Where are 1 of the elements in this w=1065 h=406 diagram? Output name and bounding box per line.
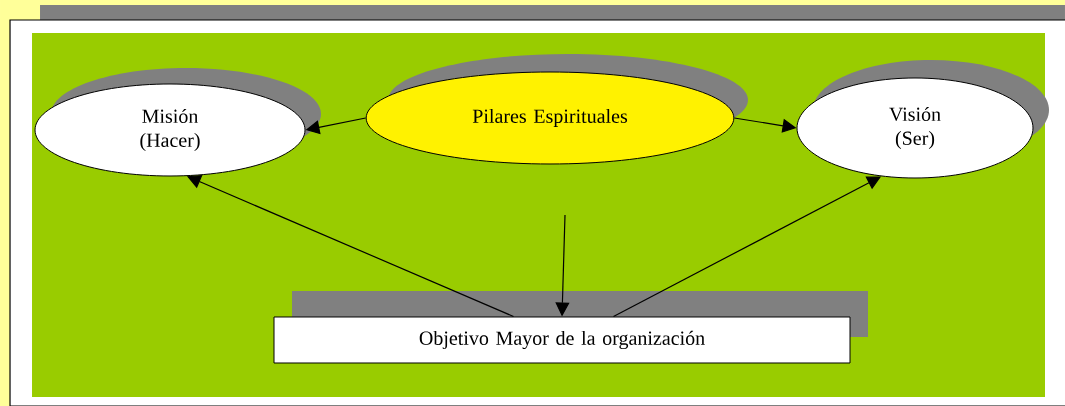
text-box: Objetivo Mayor de la organización bbox=[273, 291, 868, 364]
